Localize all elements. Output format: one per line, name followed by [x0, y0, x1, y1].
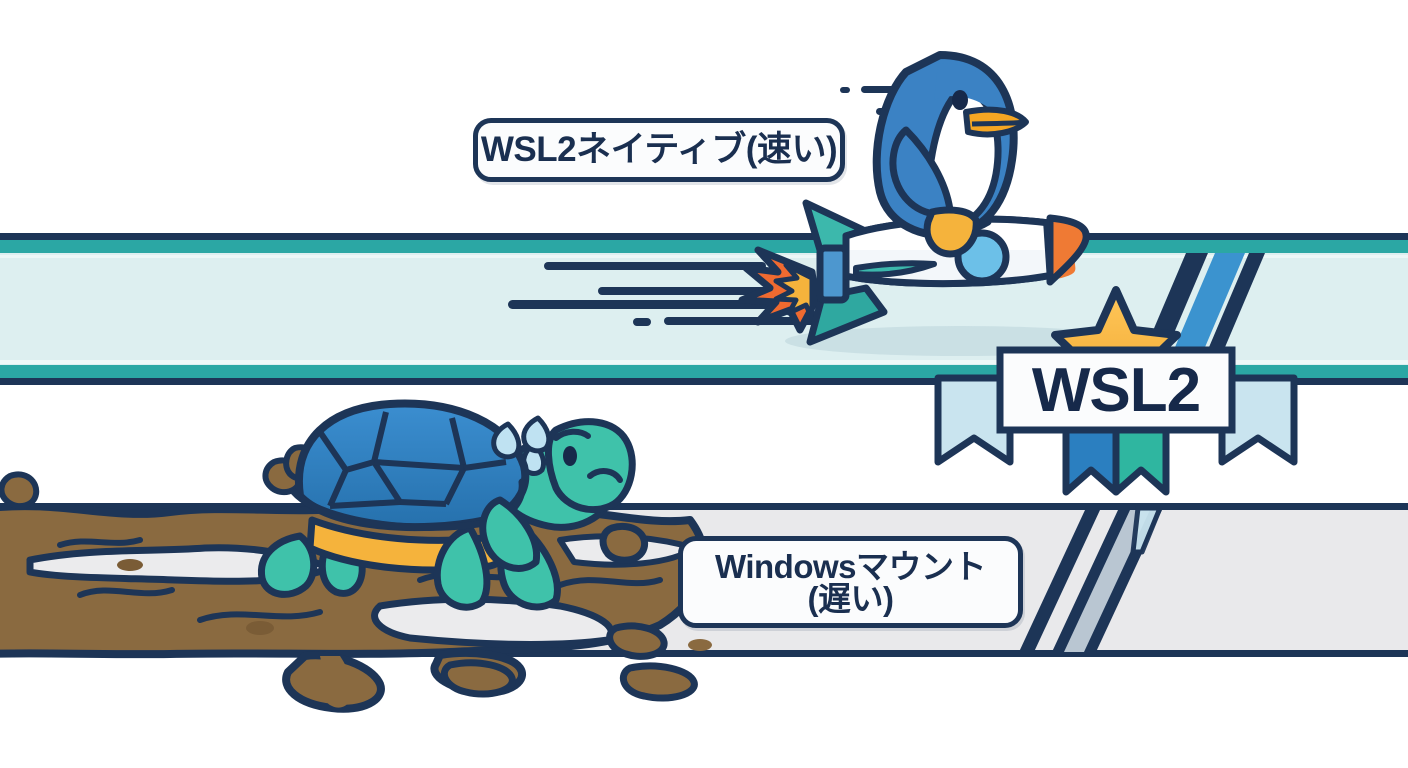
- penguin-riding-rocket: [872, 51, 1029, 258]
- wsl2-badge: [934, 286, 1298, 496]
- label-windows-mount-slow: Windowsマウント (遅い): [678, 536, 1023, 628]
- turtle-eye: [563, 446, 577, 466]
- label-windows-mount-line2: (遅い): [807, 580, 894, 617]
- sweat-drops: [491, 415, 552, 460]
- penguin-eye: [952, 90, 968, 110]
- fast-lane: [0, 233, 1408, 385]
- label-wsl2-native-fast: WSL2ネイティブ(速い): [473, 118, 845, 182]
- label-windows-mount-line1: Windowsマウント: [714, 548, 987, 586]
- rocket-flame: [738, 246, 820, 334]
- mud-speck: [688, 639, 712, 651]
- mud-drips: [282, 622, 712, 713]
- turtle-in-mud: [257, 399, 636, 611]
